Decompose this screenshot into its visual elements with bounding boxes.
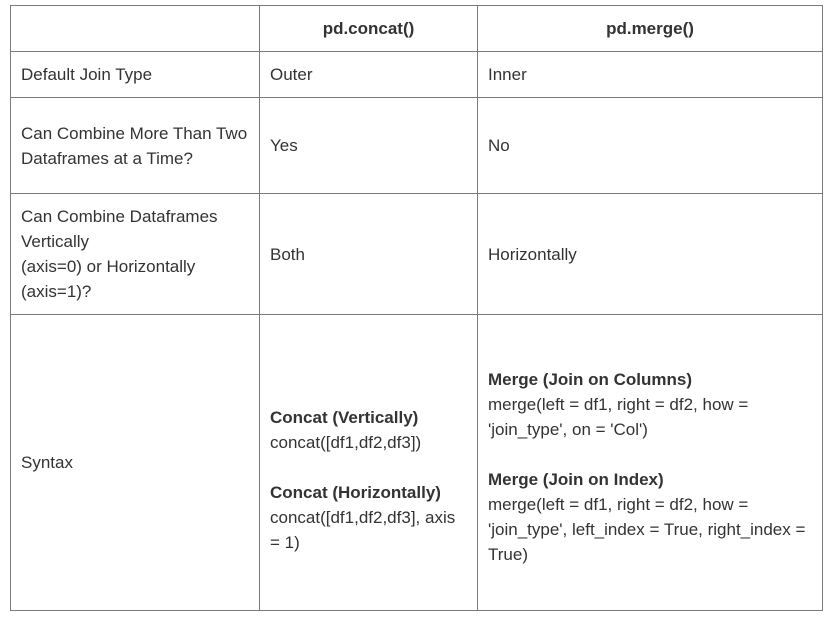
row-label: Can Combine More Than Two Dataframes at … — [10, 97, 260, 194]
spacer — [488, 442, 812, 467]
merge-columns-title: Merge (Join on Columns) — [488, 370, 692, 389]
row-label: Default Join Type — [10, 51, 260, 98]
spacer — [270, 455, 467, 480]
merge-value: No — [477, 97, 823, 194]
row-label-line: (axis=0) or Horizontally (axis=1)? — [21, 257, 196, 301]
table-header-row: pd.concat() pd.merge() — [10, 5, 823, 52]
table-row: Default Join Type Outer Inner — [10, 51, 823, 98]
concat-value: Yes — [259, 97, 478, 194]
merge-value: Horizontally — [477, 193, 823, 315]
concat-value: Both — [259, 193, 478, 315]
table-row: Syntax Concat (Vertically) concat([df1,d… — [10, 314, 823, 611]
merge-index-code: merge(left = df1, right = df2, how = 'jo… — [488, 495, 806, 564]
concat-value: Outer — [259, 51, 478, 98]
header-cell-merge: pd.merge() — [477, 5, 823, 52]
header-cell-concat: pd.concat() — [259, 5, 478, 52]
table-row: Can Combine Dataframes Vertically (axis=… — [10, 193, 823, 315]
table-row: Can Combine More Than Two Dataframes at … — [10, 97, 823, 194]
concat-syntax-cell: Concat (Vertically) concat([df1,df2,df3]… — [259, 314, 478, 611]
row-label: Can Combine Dataframes Vertically (axis=… — [10, 193, 260, 315]
merge-index-title: Merge (Join on Index) — [488, 470, 664, 489]
concat-horizontal-code: concat([df1,df2,df3], axis = 1) — [270, 507, 456, 552]
row-label-line: Can Combine Dataframes Vertically — [21, 207, 218, 251]
comparison-table: pd.concat() pd.merge() Default Join Type… — [10, 5, 823, 611]
merge-value: Inner — [477, 51, 823, 98]
concat-vertical-title: Concat (Vertically) — [270, 407, 419, 427]
header-cell-empty — [10, 5, 260, 52]
merge-columns-code: merge(left = df1, right = df2, how = 'jo… — [488, 395, 749, 439]
concat-horizontal-title: Concat (Horizontally) — [270, 482, 441, 502]
concat-vertical-code: concat([df1,df2,df3]) — [270, 432, 422, 452]
row-label: Syntax — [10, 314, 260, 611]
merge-syntax-cell: Merge (Join on Columns) merge(left = df1… — [477, 314, 823, 611]
